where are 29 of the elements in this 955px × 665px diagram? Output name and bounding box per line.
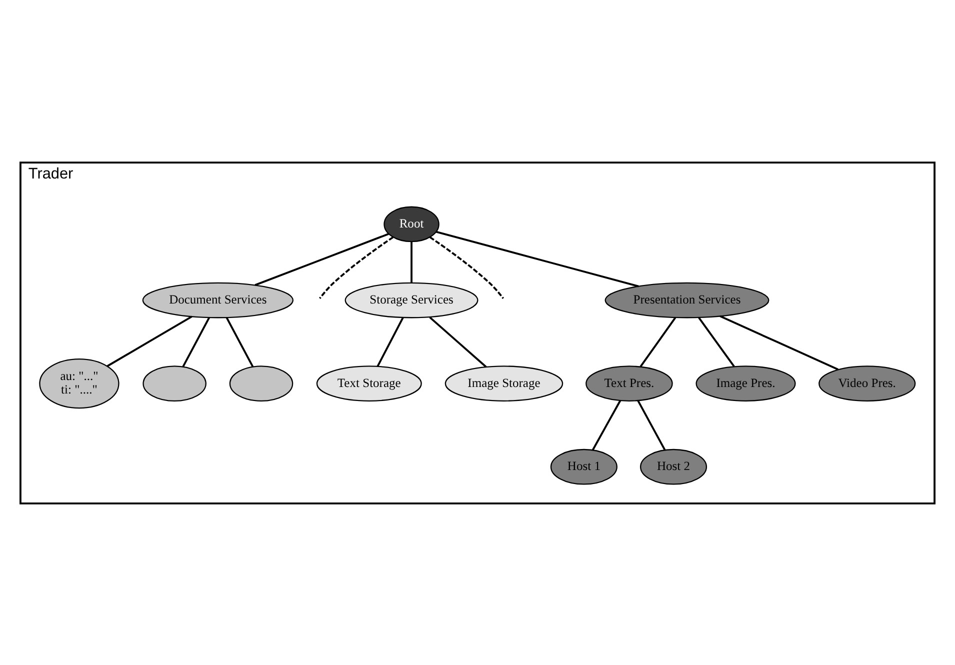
connector	[254, 232, 389, 286]
connector	[698, 316, 735, 367]
connector	[436, 230, 639, 287]
connector	[592, 400, 622, 450]
node-ellipse: Host 2	[640, 448, 708, 484]
connector	[182, 316, 210, 367]
node-ellipse: Text Pres.	[586, 365, 673, 401]
connector	[226, 316, 254, 367]
node-ellipse: Host 1	[550, 448, 618, 484]
node-ellipse	[229, 365, 294, 401]
connector	[640, 316, 676, 367]
node-ellipse: Image Storage	[444, 365, 564, 401]
node-ellipse: Text Storage	[316, 365, 422, 401]
connector	[429, 316, 487, 368]
node-ellipse: Image Pres.	[696, 365, 796, 401]
connector	[376, 316, 404, 366]
connector	[637, 400, 666, 450]
node-ellipse: Presentation Services	[604, 282, 770, 318]
node-ellipse: Root	[384, 206, 440, 242]
node-ellipse	[142, 365, 206, 401]
connector	[410, 241, 412, 282]
node-ellipse: Document Services	[142, 282, 294, 318]
connector	[319, 236, 394, 298]
node-ellipse: au: "..." ti: "...."	[39, 358, 120, 408]
node-ellipse: Video Pres.	[818, 365, 916, 401]
connector	[720, 314, 839, 370]
connector	[429, 236, 504, 298]
connector	[106, 315, 192, 366]
node-ellipse: Storage Services	[344, 282, 478, 318]
